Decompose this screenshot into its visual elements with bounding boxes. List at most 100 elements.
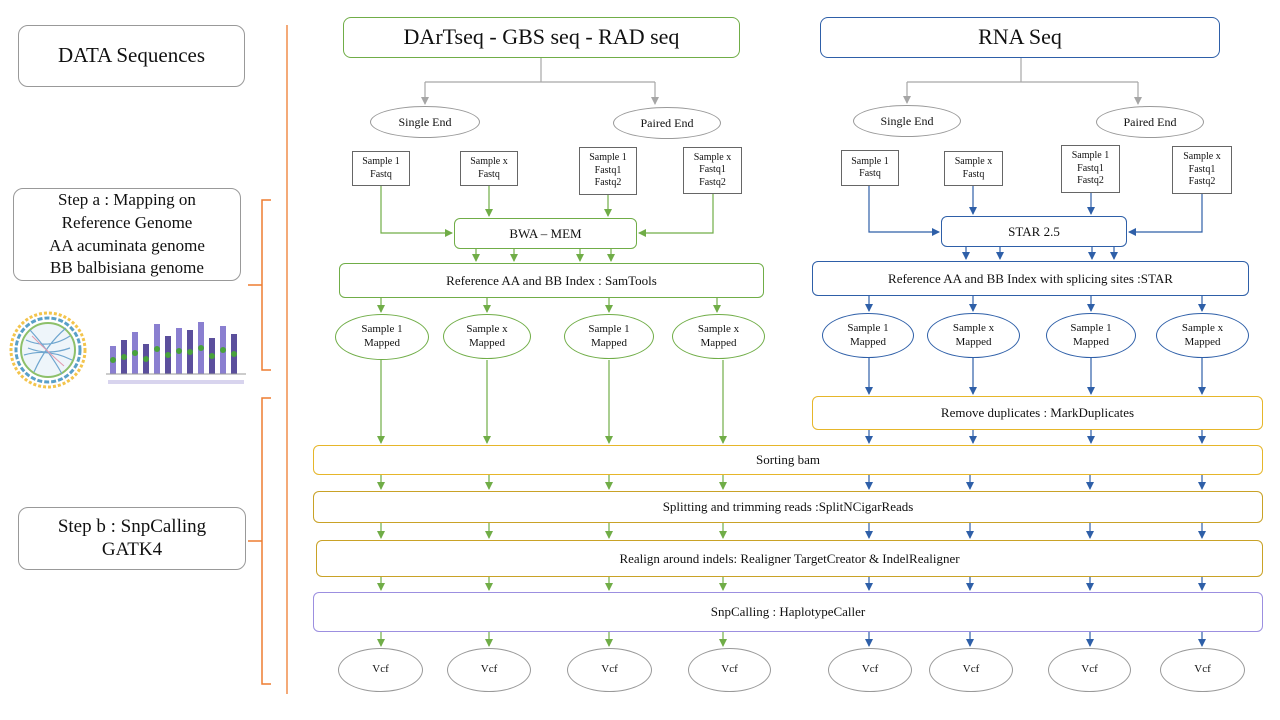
dna-paired-end: Paired End xyxy=(613,107,721,139)
dna-mapped-sample-1: Sample 1 Mapped xyxy=(335,314,429,360)
star-aligner-label: STAR 2.5 xyxy=(1008,223,1060,239)
step-a-line-2: Reference Genome xyxy=(61,212,193,232)
connector-arrows xyxy=(377,58,1206,647)
rna-mapped-sample-1-paired: Sample 1 Mapped xyxy=(1046,313,1136,358)
rna-single-end-label: Single End xyxy=(880,113,934,128)
sample-file: Fastq2 xyxy=(1077,175,1104,187)
vcf-label: Vcf xyxy=(1194,663,1211,676)
remove-duplicates-box: Remove duplicates : MarkDuplicates xyxy=(812,396,1263,430)
dna-sample-x-fastq: Sample x Fastq xyxy=(460,151,518,186)
dna-vcf-2: Vcf xyxy=(447,648,531,692)
mini-tree-mark xyxy=(121,354,127,360)
mini-tree-mark xyxy=(143,356,149,362)
haplotype-caller-box: SnpCalling : HaplotypeCaller xyxy=(313,592,1263,632)
mini-tree-mark xyxy=(209,353,215,359)
dna-paired-end-label: Paired End xyxy=(640,115,694,130)
sample-file: Fastq2 xyxy=(594,177,622,189)
step-a-line-4: BB balbisiana genome xyxy=(50,258,204,278)
step-b-line-2: GATK4 xyxy=(101,538,163,560)
mapped-name: Sample x xyxy=(952,321,995,334)
dna-index-box: Reference AA and BB Index : SamTools xyxy=(339,263,764,298)
step-a-line-1: Step a : Mapping on xyxy=(58,189,196,209)
mapped-name: Sample x xyxy=(697,322,740,335)
vcf-label: Vcf xyxy=(601,663,618,676)
vcf-label: Vcf xyxy=(721,663,738,676)
split-ncigar-box: Splitting and trimming reads :SplitNCiga… xyxy=(313,491,1263,523)
mapped-name: Sample 1 xyxy=(588,322,630,335)
dna-vcf-4: Vcf xyxy=(688,648,771,692)
sample-name: Sample 1 xyxy=(851,155,889,167)
sample-file: Fastq1 xyxy=(1077,162,1104,174)
mini-tree-mark xyxy=(165,352,171,358)
circos-plot-image xyxy=(9,311,87,389)
rna-sample-x-fastq: Sample x Fastq xyxy=(944,151,1003,186)
rna-pipeline-title-text: RNA Seq xyxy=(978,24,1062,50)
sample-file: Fastq1 xyxy=(699,164,726,176)
vcf-label: Vcf xyxy=(861,663,879,676)
mapped-name: Sample x xyxy=(1181,321,1224,334)
sorting-bam-box: Sorting bam xyxy=(313,445,1263,475)
sample-file: Fastq xyxy=(859,168,881,179)
sorting-bam-label: Sorting bam xyxy=(756,452,820,468)
dna-mapped-sample-1-paired: Sample 1 Mapped xyxy=(564,314,654,359)
mapped-state: Mapped xyxy=(700,336,737,349)
mini-tree-mark xyxy=(176,348,182,354)
sample-name: Sample 1 xyxy=(362,156,400,167)
sample-file: Fastq1 xyxy=(594,164,622,176)
bwa-mem-label: BWA – MEM xyxy=(509,225,582,241)
rna-sample1-to-star xyxy=(868,186,940,236)
vcf-label: Vcf xyxy=(1081,663,1098,676)
mini-legend xyxy=(108,380,244,384)
data-sequences-label: DATA Sequences xyxy=(57,43,206,68)
sample-name: Sample x xyxy=(954,156,993,167)
step-a-bracket xyxy=(248,199,271,371)
sample-file: Fastq xyxy=(478,168,500,180)
haplotype-caller-label: SnpCalling : HaplotypeCaller xyxy=(710,604,866,620)
dna-sample-1-paired: Sample 1 Fastq1 Fastq2 xyxy=(579,147,637,195)
dna-sample-1-fastq: Sample 1 Fastq xyxy=(352,151,410,186)
mapped-state: Mapped xyxy=(849,335,887,348)
mini-tree-mark xyxy=(220,347,226,353)
sample-file: Fastq xyxy=(370,168,392,180)
vcf-label: Vcf xyxy=(480,663,498,676)
rna-vcf-3: Vcf xyxy=(1048,648,1131,692)
rna-paired-end-label: Paired End xyxy=(1123,114,1177,129)
sample-file: Fastq1 xyxy=(1188,163,1216,175)
step-b-bracket xyxy=(248,397,271,685)
vcf-label: Vcf xyxy=(962,663,980,676)
sample-name: Sample x xyxy=(1183,151,1221,163)
bwa-mem-box: BWA – MEM xyxy=(454,218,637,249)
mapped-state: Mapped xyxy=(955,335,992,348)
dna-index-label: Reference AA and BB Index : SamTools xyxy=(446,272,657,288)
rna-vcf-2: Vcf xyxy=(929,648,1013,692)
step-a-box: Step a : Mapping on Reference Genome AA … xyxy=(13,188,241,281)
rna-vcf-1: Vcf xyxy=(828,648,912,692)
rna-mapped-sample-x-paired: Sample x Mapped xyxy=(1156,313,1249,358)
mapped-state: Mapped xyxy=(590,336,628,349)
indel-realign-label: Realign around indels: Realigner TargetC… xyxy=(619,550,960,566)
dna-single-end-label: Single End xyxy=(398,114,452,129)
step-b-box: Step b : SnpCalling GATK4 xyxy=(18,507,246,570)
dna-pipeline-title: DArTseq - GBS seq - RAD seq xyxy=(343,17,740,58)
rna-sample-x-paired: Sample x Fastq1 Fastq2 xyxy=(1172,146,1232,194)
dna-single-end: Single End xyxy=(370,106,480,138)
mapped-state: Mapped xyxy=(1184,335,1221,348)
rna-sample-1-fastq: Sample 1 Fastq xyxy=(841,150,899,186)
rna-pipeline-title: RNA Seq xyxy=(820,17,1220,58)
rna-vcf-4: Vcf xyxy=(1160,648,1245,692)
star-aligner-box: STAR 2.5 xyxy=(941,216,1127,247)
dna-mapped-sample-x: Sample x Mapped xyxy=(443,314,531,359)
sample-file: Fastq2 xyxy=(1188,176,1216,188)
sample-file: Fastq2 xyxy=(699,176,726,188)
mapped-state: Mapped xyxy=(1072,335,1110,348)
dna-sample-x-paired: Sample x Fastq1 Fastq2 xyxy=(683,147,742,194)
mini-tree-mark xyxy=(154,346,160,352)
rna-index-box: Reference AA and BB Index with splicing … xyxy=(812,261,1249,296)
mini-tree-mark xyxy=(231,351,237,357)
rna-index-label: Reference AA and BB Index with splicing … xyxy=(888,270,1173,286)
mini-tree-mark xyxy=(110,357,116,363)
rna-mapped-sample-x: Sample x Mapped xyxy=(927,313,1020,358)
split-ncigar-label: Splitting and trimming reads :SplitNCiga… xyxy=(662,499,914,515)
dna-mapped-sample-x-paired: Sample x Mapped xyxy=(672,314,765,359)
